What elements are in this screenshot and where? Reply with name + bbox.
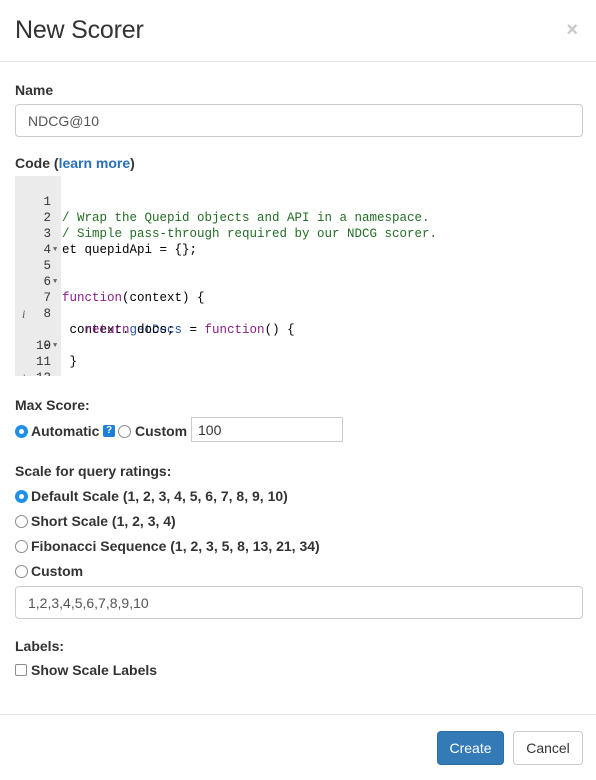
line-number: 7: [43, 291, 51, 305]
code-line: 2 / Simple pass-through required by our …: [15, 194, 583, 241]
show-scale-labels-checkbox[interactable]: [15, 664, 27, 676]
fibonacci-scale-label[interactable]: Fibonacci Sequence (1, 2, 3, 5, 8, 13, 2…: [31, 538, 320, 554]
code-line: 6: [15, 258, 583, 289]
fold-arrow-icon[interactable]: ▼: [53, 342, 58, 350]
create-button[interactable]: Create: [437, 731, 504, 765]
code-line: 11 ▼ context.getBestDocs = function() {: [15, 338, 583, 369]
line-number: 10: [35, 339, 51, 353]
custom-max-score-radio[interactable]: [118, 425, 131, 438]
fold-arrow-icon[interactable]: ▼: [53, 278, 58, 286]
code-text: return docs;: [84, 323, 175, 337]
code-text: et quepidApi = {};: [62, 243, 198, 257]
short-scale-radio[interactable]: [15, 515, 28, 528]
code-line: 8 return docs;: [15, 290, 583, 337]
line-number: 3: [43, 227, 51, 241]
labels-label: Labels:: [15, 638, 65, 654]
line-number: 9: [43, 339, 51, 353]
close-icon[interactable]: ×: [566, 19, 578, 41]
automatic-radio[interactable]: [15, 425, 28, 438]
name-input[interactable]: [15, 104, 583, 137]
line-number: 5: [43, 259, 51, 273]
scale-label: Scale for query ratings:: [15, 463, 172, 479]
cancel-button[interactable]: Cancel: [513, 731, 583, 765]
info-annotation-icon[interactable]: i: [22, 307, 26, 321]
code-line: 4: [15, 226, 583, 257]
code-label: Code (learn more): [15, 155, 135, 171]
modal-footer: Create Cancel: [0, 714, 596, 780]
default-scale-radio[interactable]: [15, 490, 28, 503]
code-line: 7 ▼ context.getDocs = function() {: [15, 274, 583, 337]
default-scale-label[interactable]: Default Scale (1, 2, 3, 4, 5, 6, 7, 8, 9…: [31, 488, 288, 504]
custom-scale-label[interactable]: Custom: [31, 563, 84, 579]
help-icon[interactable]: ?: [103, 425, 115, 437]
code-text: context.getDocs = function() {: [62, 323, 295, 337]
custom-scale-radio[interactable]: [15, 565, 28, 578]
modal-header: New Scorer ×: [0, 0, 596, 62]
info-annotation-icon[interactable]: i: [22, 370, 25, 376]
line-number: 2: [43, 211, 51, 225]
custom-scale-input[interactable]: [15, 586, 583, 619]
line-number: 12: [15, 370, 51, 376]
code-line: i 9 }: [15, 306, 583, 369]
code-text: / Wrap the Quepid objects and API in a n…: [62, 211, 430, 225]
name-label: Name: [15, 82, 54, 98]
code-text: function(context) {: [62, 291, 205, 305]
show-scale-labels-label[interactable]: Show Scale Labels: [31, 662, 158, 678]
learn-more-link[interactable]: learn more: [58, 155, 131, 171]
code-line: 1 / Wrap the Quepid objects and API in a…: [15, 178, 583, 225]
modal-title: New Scorer: [15, 16, 144, 44]
code-editor[interactable]: 1 / Wrap the Quepid objects and API in a…: [15, 176, 583, 376]
code-line: 10: [15, 322, 583, 353]
fibonacci-scale-radio[interactable]: [15, 540, 28, 553]
code-text: / Simple pass-through required by our ND…: [62, 227, 438, 241]
max-score-label: Max Score:: [15, 397, 90, 413]
custom-max-score-input[interactable]: [191, 417, 343, 442]
line-number: 4: [43, 243, 51, 257]
code-line: 3 et quepidApi = {};: [15, 210, 583, 257]
custom-max-score-label[interactable]: Custom: [135, 423, 188, 439]
code-line: 12 return bestDocs;: [15, 354, 583, 376]
line-number: 6: [43, 275, 51, 289]
code-line: i 13 }: [15, 370, 583, 376]
editor-gutter: [15, 176, 61, 376]
line-number: 1: [43, 195, 51, 209]
line-number: 11: [35, 355, 51, 369]
line-number: 8: [43, 307, 51, 321]
code-text: }: [62, 355, 78, 369]
code-line: 5 ▼ function(context) {: [15, 242, 583, 305]
fold-arrow-icon[interactable]: ▼: [53, 246, 58, 254]
automatic-label[interactable]: Automatic: [31, 423, 100, 439]
short-scale-label[interactable]: Short Scale (1, 2, 3, 4): [31, 513, 176, 529]
